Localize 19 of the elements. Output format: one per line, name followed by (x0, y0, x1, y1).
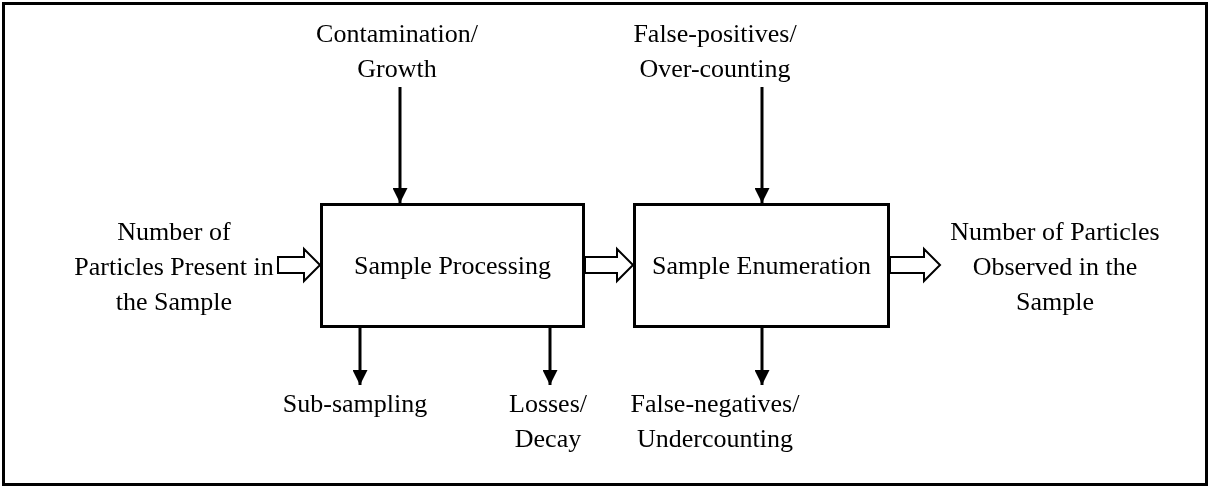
flow-label: Losses/ Decay (508, 388, 588, 455)
process-label: Sample Processing (353, 250, 552, 282)
flow-label: False-positives/ Over-counting (632, 18, 798, 85)
flow-label: Number of Particles Present in the Sample (73, 215, 275, 318)
flow-label: Sub-sampling (282, 387, 428, 420)
hollow-arrow (277, 246, 322, 284)
arrow (542, 328, 558, 385)
arrow (392, 87, 408, 203)
arrow (754, 87, 770, 203)
process-label: Sample Enumeration (652, 250, 871, 282)
flow-label: Number of Particles Observed in the Sample (949, 215, 1161, 318)
flow-label: Contamination/ Growth (315, 18, 479, 85)
process-box (320, 203, 585, 328)
hollow-arrow (889, 246, 942, 284)
flow-label: False-negatives/ Undercounting (629, 388, 801, 455)
process-box (633, 203, 890, 328)
arrow (352, 328, 368, 385)
hollow-arrow (584, 246, 635, 284)
arrow (754, 328, 770, 385)
